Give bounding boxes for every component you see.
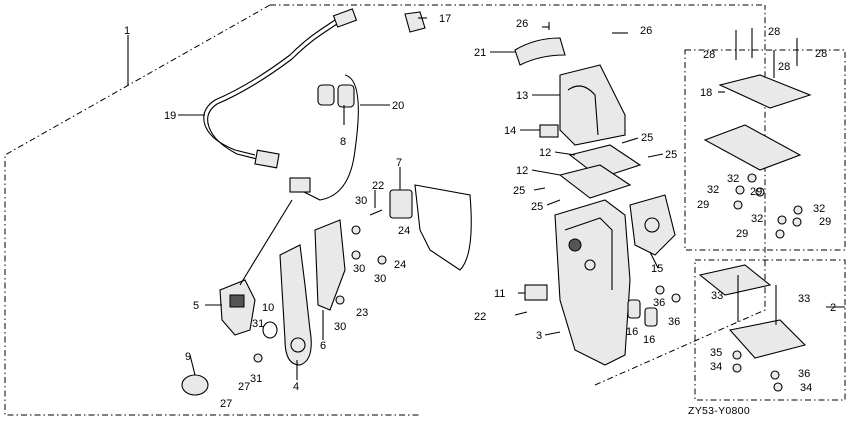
label-35: 35 (710, 347, 722, 359)
label-15: 15 (651, 263, 663, 275)
label-12a: 12 (539, 147, 551, 159)
clip-part (404, 11, 426, 33)
label-25d: 25 (531, 201, 543, 213)
label-27b: 27 (238, 381, 250, 393)
label-22b: 22 (474, 311, 486, 323)
label-36a: 36 (653, 297, 665, 309)
label-13: 13 (516, 90, 528, 102)
label-34a: 34 (710, 361, 722, 373)
label-30c: 30 (374, 273, 386, 285)
lever-arm (279, 244, 312, 366)
plate-lower (558, 164, 632, 199)
label-16b: 16 (643, 334, 655, 346)
callout-labels: 1 2 3 4 5 6 7 8 9 10 11 12 12 13 14 15 1… (124, 13, 836, 410)
top-cover (559, 64, 626, 146)
label-5: 5 (193, 300, 199, 312)
label-7: 7 (396, 157, 402, 169)
label-3: 3 (536, 330, 542, 342)
label-16a: 16 (626, 326, 638, 338)
label-28d: 28 (815, 48, 827, 60)
label-2: 2 (830, 302, 836, 314)
label-36c: 36 (798, 368, 810, 380)
label-25c: 25 (513, 185, 525, 197)
label-23: 23 (356, 307, 368, 319)
label-17: 17 (439, 13, 451, 25)
label-33b: 33 (798, 293, 810, 305)
label-32d: 32 (751, 213, 763, 225)
label-28a: 28 (703, 49, 715, 61)
wire-harness (203, 8, 359, 201)
label-6: 6 (320, 340, 326, 352)
label-29d: 29 (736, 228, 748, 240)
nuts-washers (253, 173, 803, 392)
pad-right (644, 307, 658, 327)
label-10: 10 (262, 302, 274, 314)
washer-ring (262, 321, 278, 339)
label-27a: 27 (220, 398, 232, 410)
pad-left (627, 299, 641, 319)
rubber-block (389, 189, 413, 219)
label-25b: 25 (665, 149, 677, 161)
label-32b: 32 (707, 184, 719, 196)
label-18: 18 (700, 87, 712, 99)
upper-right-boundary (684, 20, 846, 251)
lower-right-boundary (694, 259, 846, 401)
label-30d: 30 (334, 321, 346, 333)
label-29c: 29 (819, 216, 831, 228)
cover-strip (514, 37, 566, 66)
label-29a: 29 (750, 186, 762, 198)
label-32c: 32 (813, 203, 825, 215)
label-33a: 33 (711, 290, 723, 302)
label-34b: 34 (800, 382, 812, 394)
label-4: 4 (293, 381, 299, 393)
knob (181, 374, 209, 396)
base-plate (698, 264, 772, 296)
label-26a: 26 (516, 18, 528, 30)
gasket-sheet (414, 184, 472, 271)
label-36b: 36 (668, 316, 680, 328)
main-housing (554, 199, 631, 366)
label-26b: 26 (640, 25, 652, 37)
label-9: 9 (185, 351, 191, 363)
label-29b: 29 (697, 199, 709, 211)
small-clip-11 (524, 284, 548, 301)
label-25a: 25 (641, 132, 653, 144)
label-19: 19 (164, 110, 176, 122)
main-assembly-boundary (4, 4, 766, 416)
label-22a: 22 (372, 180, 384, 192)
label-12b: 12 (516, 165, 528, 177)
label-28b: 28 (768, 26, 780, 38)
label-8: 8 (340, 136, 346, 148)
label-28c: 28 (778, 61, 790, 73)
label-31b: 31 (250, 373, 262, 385)
label-1: 1 (124, 25, 130, 37)
lower-gasket (703, 124, 802, 171)
small-bracket (539, 124, 559, 138)
lever-bracket (314, 219, 346, 311)
side-plate (629, 194, 676, 256)
label-24a: 24 (398, 225, 410, 237)
label-24b: 24 (394, 259, 406, 271)
label-32a: 32 (727, 173, 739, 185)
label-30b: 30 (353, 263, 365, 275)
label-30a: 30 (355, 195, 367, 207)
label-11: 11 (494, 288, 505, 300)
label-14: 14 (504, 125, 516, 137)
bolts (369, 22, 798, 325)
label-31a: 31 (252, 318, 264, 330)
spacer-block (728, 319, 807, 359)
label-20: 20 (392, 100, 404, 112)
upper-gasket (718, 74, 812, 109)
leader-lines (127, 17, 845, 380)
label-21: 21 (474, 47, 486, 59)
diagram-code: ZY53-Y0800 (688, 405, 750, 417)
